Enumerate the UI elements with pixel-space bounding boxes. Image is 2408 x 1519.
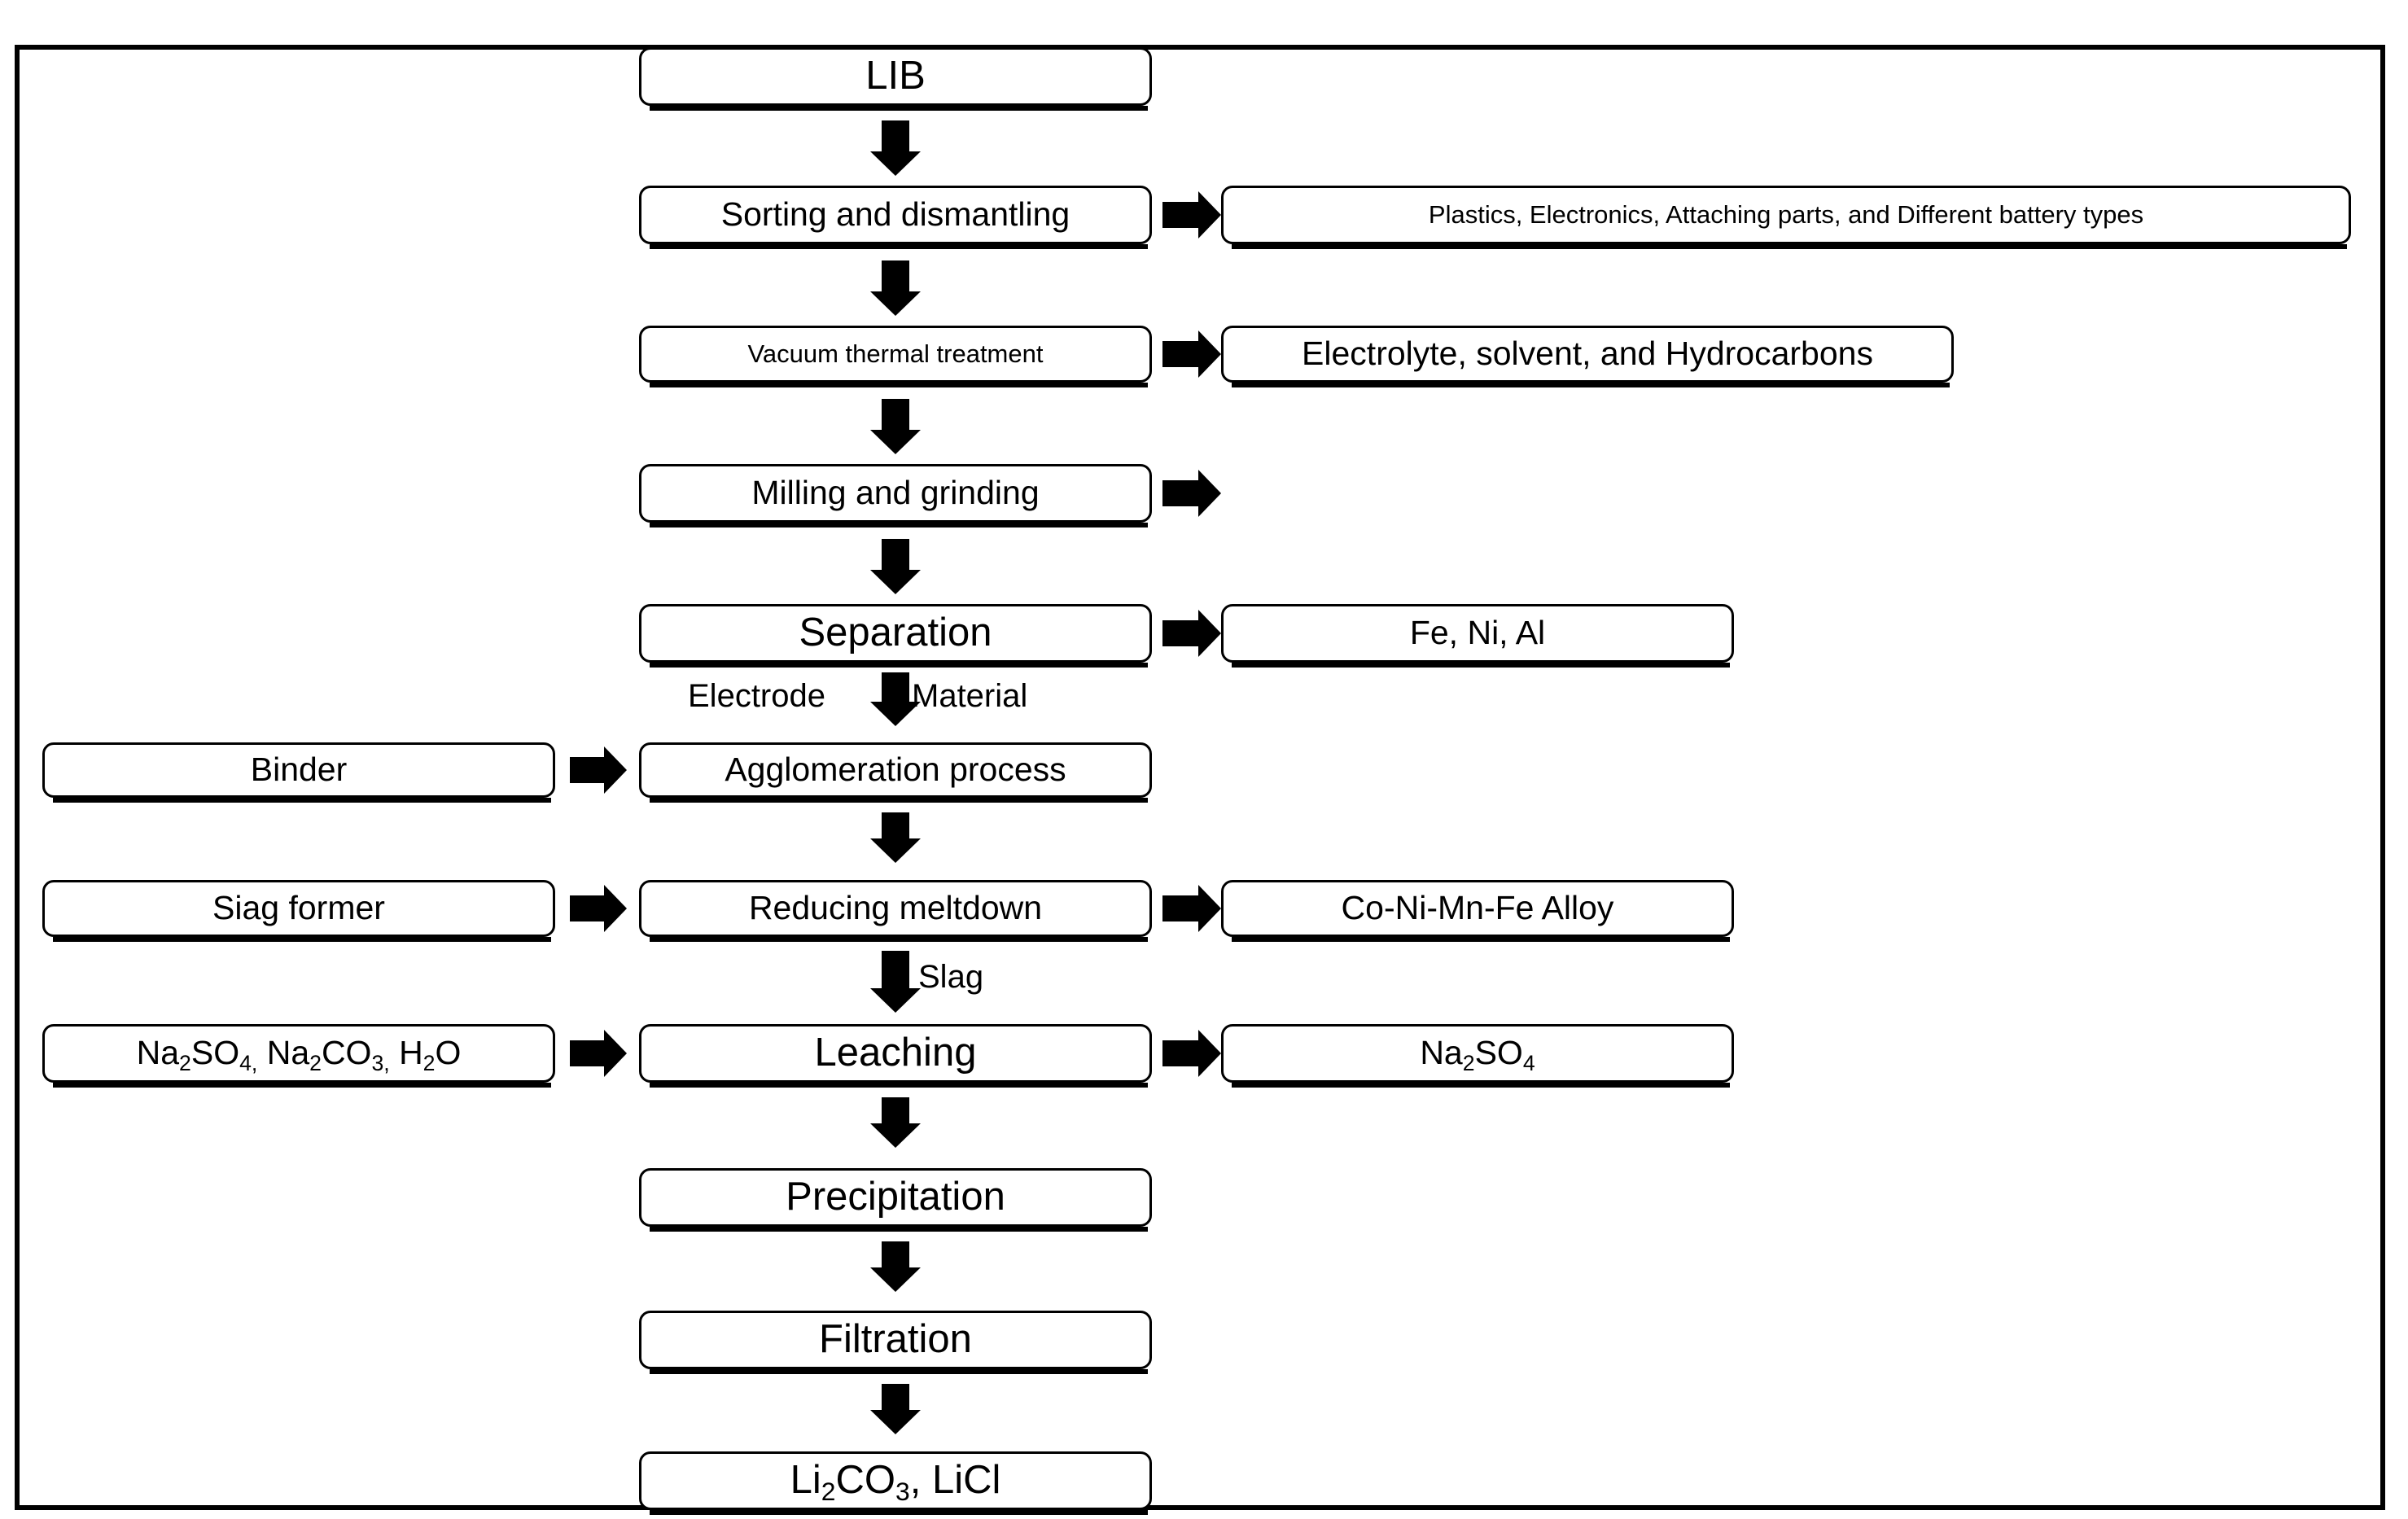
node-lib-label: LIB [865,54,926,98]
node-separation-label: Separation [799,611,992,655]
node-reducing-meltdown: Reducing meltdown [639,880,1152,942]
node-sorting-label: Sorting and dismantling [720,195,1070,234]
edge-label-electrode: Electrode [688,678,825,714]
node-vacuum-label: Vacuum thermal treatment [747,339,1044,368]
node-leaching: Leaching [639,1024,1152,1088]
node-final-products-label: Li2CO3, LiCl [790,1458,1001,1507]
node-lib: LIB [639,47,1152,111]
node-filtration-label: Filtration [819,1317,972,1362]
node-separation-output: Fe, Ni, Al [1221,604,1734,668]
node-leaching-inputs-label: Na2SO4, Na2CO3, H2O [136,1034,462,1075]
node-binder-label: Binder [250,751,348,789]
node-milling-and-grinding: Milling and grinding [639,464,1152,527]
node-vacuum-thermal-treatment: Vacuum thermal treatment [639,326,1152,387]
node-reducing-output-label: Co-Ni-Mn-Fe Alloy [1341,889,1614,927]
node-agglomeration-label: Agglomeration process [725,751,1066,789]
node-leaching-output: Na2SO4 [1221,1024,1734,1088]
node-final-products: Li2CO3, LiCl [639,1451,1152,1515]
node-leaching-label: Leaching [814,1031,977,1075]
node-filtration: Filtration [639,1311,1152,1374]
node-binder: Binder [42,742,555,803]
node-precipitation: Precipitation [639,1168,1152,1232]
node-vacuum-output-label: Electrolyte, solvent, and Hydrocarbons [1302,335,1873,373]
node-separation-output-label: Fe, Ni, Al [1409,614,1546,652]
node-leaching-inputs: Na2SO4, Na2CO3, H2O [42,1024,555,1088]
node-separation: Separation [639,604,1152,668]
node-reducing-output: Co-Ni-Mn-Fe Alloy [1221,880,1734,942]
edge-label-material: Material [912,678,1028,714]
node-slag-former: Siag former [42,880,555,942]
node-slag-former-label: Siag former [212,889,385,927]
node-sorting-output: Plastics, Electronics, Attaching parts, … [1221,186,2351,249]
edge-label-slag: Slag [918,959,984,995]
node-vacuum-output: Electrolyte, solvent, and Hydrocarbons [1221,326,1954,387]
node-leaching-output-label: Na2SO4 [1420,1034,1535,1075]
node-reducing-label: Reducing meltdown [748,889,1043,927]
node-sorting-and-dismantling: Sorting and dismantling [639,186,1152,249]
node-sorting-output-label: Plastics, Electronics, Attaching parts, … [1428,199,2144,229]
node-milling-label: Milling and grinding [751,474,1040,512]
node-agglomeration-process: Agglomeration process [639,742,1152,803]
node-precipitation-label: Precipitation [786,1175,1005,1219]
